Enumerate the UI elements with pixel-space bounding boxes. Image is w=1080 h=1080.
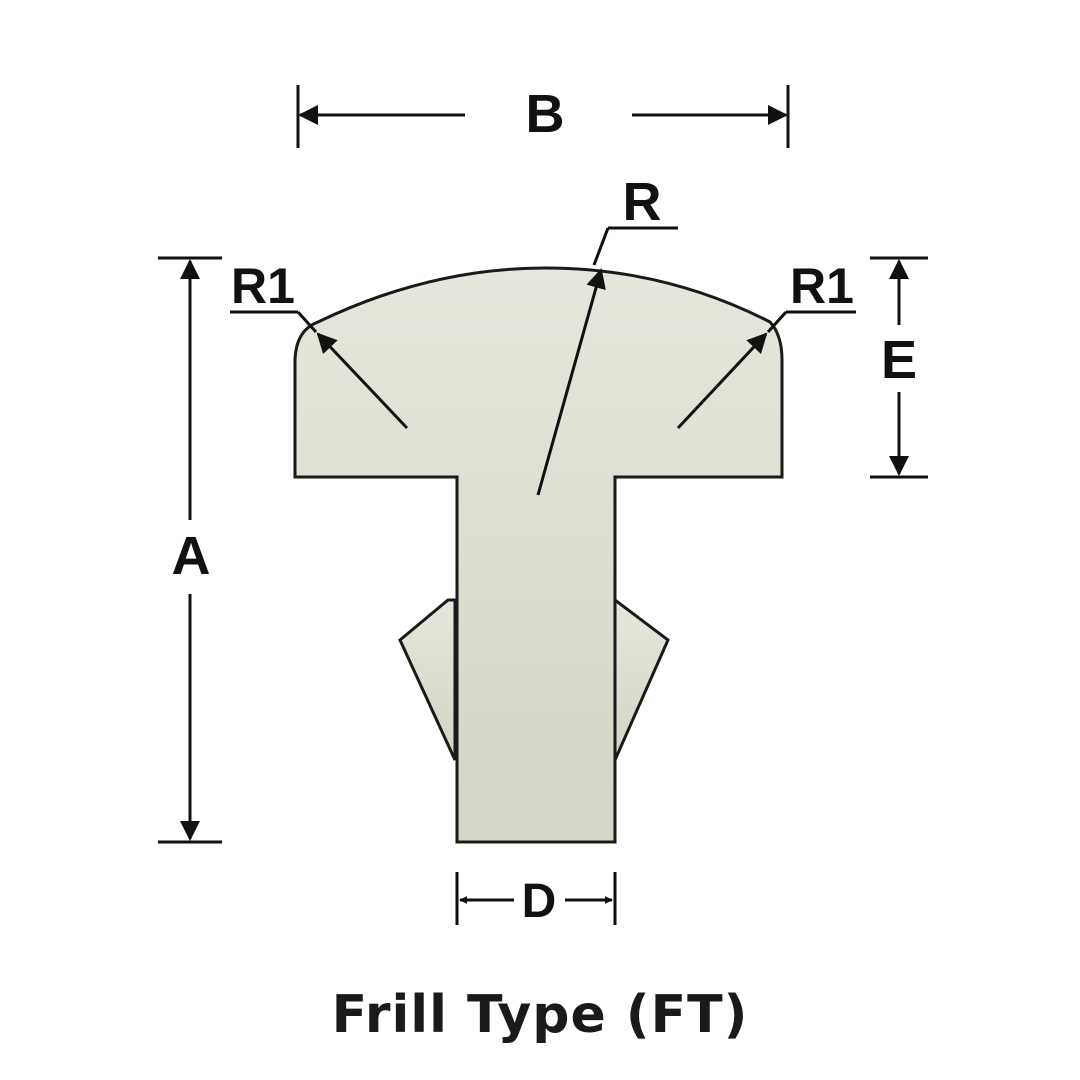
label-a: A xyxy=(172,526,211,586)
label-b: B xyxy=(526,84,565,144)
dimension-d xyxy=(455,872,617,925)
dimension-r xyxy=(536,226,678,496)
fret-crown-and-tang xyxy=(293,266,784,844)
label-e: E xyxy=(881,330,917,390)
dimension-a xyxy=(158,256,222,844)
dimension-r1-right xyxy=(676,310,856,430)
label-r: R xyxy=(623,172,662,232)
label-r1-right: R1 xyxy=(790,258,854,314)
dimension-r1-left xyxy=(230,310,409,430)
dimension-b xyxy=(296,85,790,148)
dimension-e xyxy=(870,256,928,479)
figure-caption: Frill Type (FT) xyxy=(331,985,749,1045)
label-d: D xyxy=(522,875,557,928)
label-r1-left: R1 xyxy=(231,258,295,314)
